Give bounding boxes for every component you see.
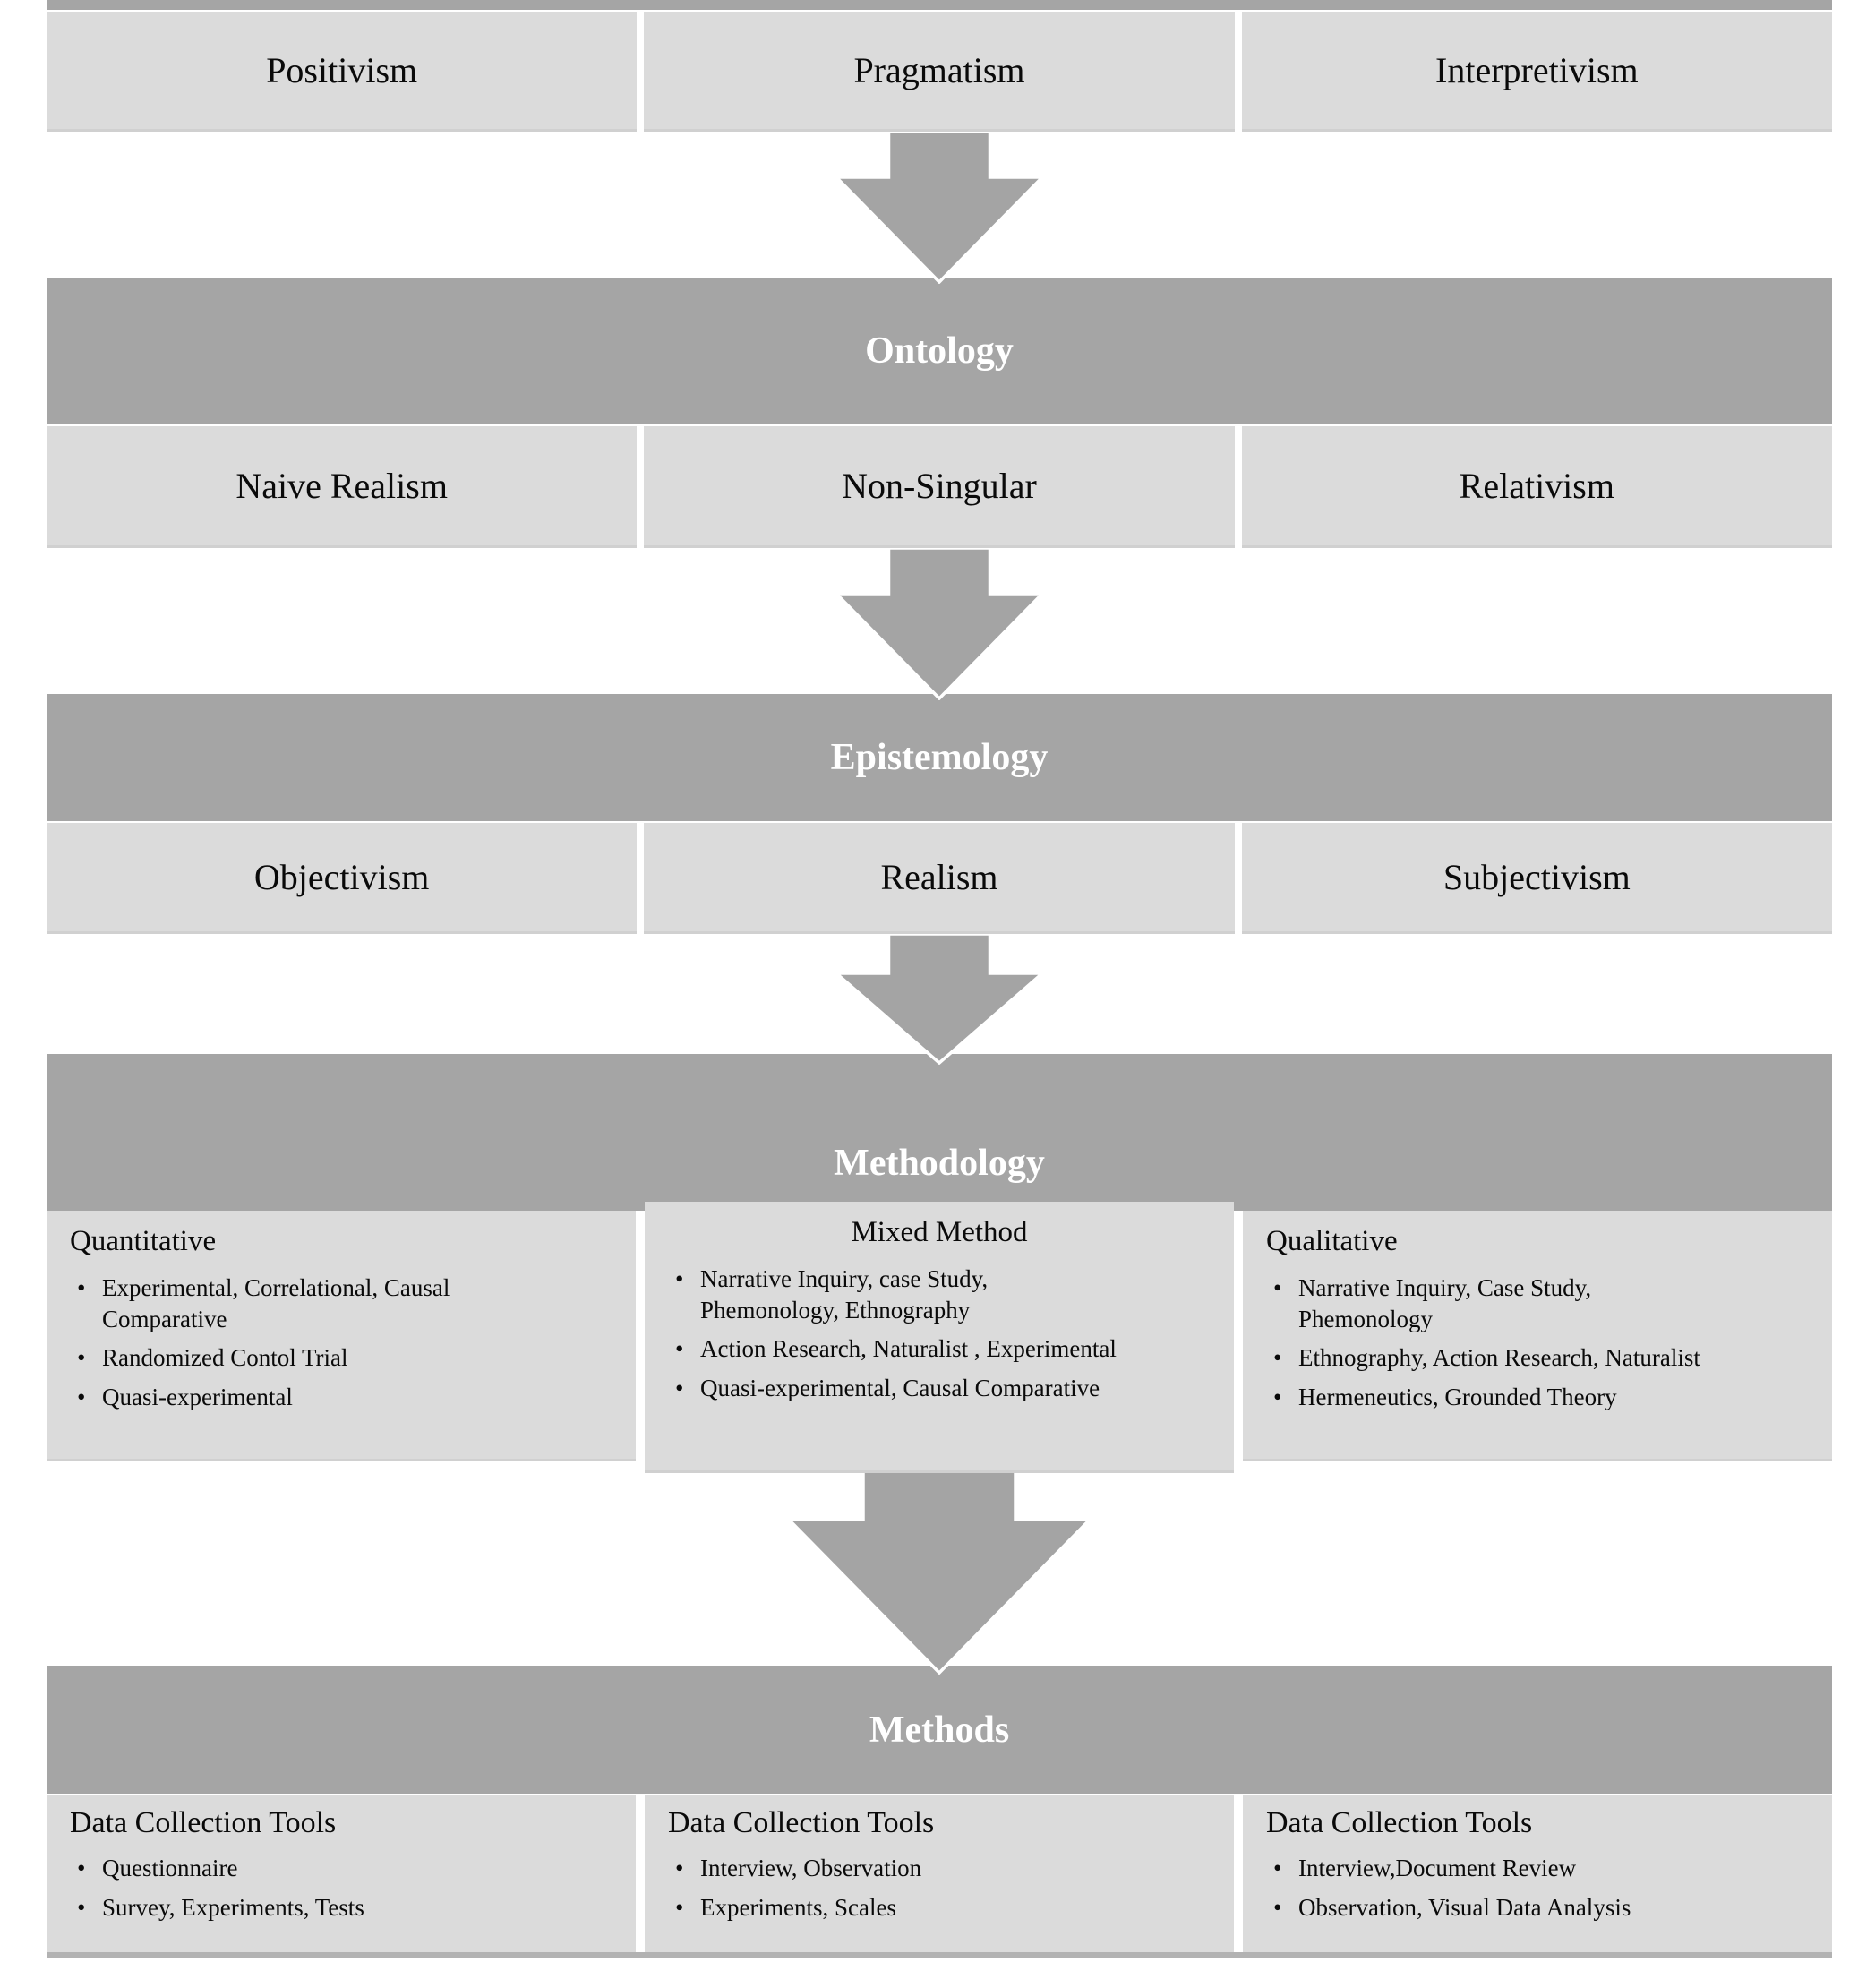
list-item: Quasi-experimental, Causal Comparative [668, 1373, 1211, 1404]
list-item-text: Randomized Contol Trial [102, 1344, 348, 1372]
cell-naive-realism: Naive Realism [47, 426, 638, 548]
list-item: Experiments, Scales [668, 1892, 1211, 1924]
list-item-text: Interview,Document Review [1298, 1855, 1577, 1881]
list-item-text: Interview, Observation [700, 1855, 922, 1881]
list-item-text: Experiments, Scales [700, 1893, 896, 1921]
down-arrow-icon [836, 132, 1042, 284]
ontology-title: Ontology [865, 330, 1014, 372]
cell-label: Objectivism [253, 857, 430, 897]
cell-label: Positivism [266, 50, 418, 90]
cell-interpretivism: Interpretivism [1241, 12, 1832, 132]
methodology-title: Methodology [834, 1143, 1045, 1184]
cell-relativism: Relativism [1241, 426, 1832, 548]
arrow-zone-3 [47, 934, 1832, 1065]
cell-label: Subjectivism [1443, 857, 1631, 897]
epistemology-title: Epistemology [830, 737, 1049, 778]
tools-heading: Data Collection Tools [668, 1806, 935, 1839]
list-item-text: Quasi-experimental [102, 1383, 293, 1410]
cell-objectivism: Objectivism [47, 823, 638, 934]
list-item: Narrative Inquiry, Case Study, Phemonolo… [1266, 1272, 1809, 1334]
research-philosophy-flowchart: Positivism Pragmatism Interpretivism Ont… [47, 0, 1832, 1958]
bottom-bar-strip [47, 1952, 1832, 1958]
methodology-header-bar: Methodology [47, 1054, 1832, 1211]
list-item: Interview, Observation [668, 1853, 1211, 1884]
list-item-text: Observation, Visual Data Analysis [1298, 1893, 1631, 1921]
cell-label: Non-Singular [842, 466, 1037, 506]
list-item: Randomized Contol Trial [70, 1342, 612, 1374]
cell-label: Interpretivism [1435, 50, 1639, 90]
cell-realism: Realism [644, 823, 1235, 934]
list-item-text: Narrative Inquiry, Case Study, Phemonolo… [1298, 1274, 1592, 1332]
list-item-text: Narrative Inquiry, case Study, Phemonolo… [700, 1265, 989, 1324]
mixed-tools-cell: Data Collection Tools Interview, Observa… [645, 1795, 1234, 1952]
cell-label: Naive Realism [235, 466, 448, 506]
epistemology-header-bar: Epistemology [47, 694, 1832, 821]
list-item: Experimental, Correlational, Causal Comp… [70, 1272, 612, 1334]
epistemology-row: Objectivism Realism Subjectivism [47, 823, 1832, 934]
list-item: Action Research, Naturalist , Experiment… [668, 1333, 1211, 1365]
quantitative-heading: Quantitative [70, 1225, 217, 1257]
list-item: Survey, Experiments, Tests [70, 1892, 612, 1924]
down-arrow-icon [789, 1461, 1090, 1675]
methodology-detail-row: Quantitative Experimental, Correlational… [47, 1202, 1832, 1473]
qualitative-cell: Qualitative Narrative Inquiry, Case Stud… [1243, 1211, 1832, 1461]
cell-label: Pragmatism [853, 50, 1025, 90]
list-item: Interview,Document Review [1266, 1853, 1809, 1884]
top-bar-partial [47, 0, 1832, 10]
arrow-zone-4 [47, 1461, 1832, 1675]
ontology-header-bar: Ontology [47, 278, 1832, 424]
list-item: Ethnography, Action Research, Naturalist [1266, 1342, 1809, 1374]
methods-row: Data Collection Tools Questionnaire Surv… [47, 1795, 1832, 1952]
arrow-zone-1 [47, 132, 1832, 284]
methods-title: Methods [869, 1709, 1010, 1751]
list-item-text: Ethnography, Action Research, Naturalist [1298, 1344, 1700, 1372]
list-item: Hermeneutics, Grounded Theory [1266, 1382, 1809, 1413]
cell-pragmatism: Pragmatism [644, 12, 1235, 132]
list-item-text: Hermeneutics, Grounded Theory [1298, 1383, 1617, 1410]
methods-header-bar: Methods [47, 1666, 1832, 1794]
qualitative-tools-cell: Data Collection Tools Interview,Document… [1243, 1795, 1832, 1952]
down-arrow-icon [836, 934, 1042, 1065]
quantitative-cell: Quantitative Experimental, Correlational… [47, 1211, 636, 1461]
list-item-text: Questionnaire [102, 1855, 238, 1881]
ontology-row: Naive Realism Non-Singular Relativism [47, 426, 1832, 548]
list-item-text: Action Research, Naturalist , Experiment… [700, 1335, 1117, 1363]
list-item: Quasi-experimental [70, 1382, 612, 1413]
quantitative-tools-cell: Data Collection Tools Questionnaire Surv… [47, 1795, 636, 1952]
list-item-text: Survey, Experiments, Tests [102, 1893, 364, 1921]
tools-heading: Data Collection Tools [70, 1806, 337, 1839]
mixed-method-heading: Mixed Method [851, 1216, 1028, 1248]
qualitative-heading: Qualitative [1266, 1225, 1398, 1257]
list-item-text: Experimental, Correlational, Causal Comp… [102, 1274, 450, 1332]
cell-positivism: Positivism [47, 12, 638, 132]
tools-heading: Data Collection Tools [1266, 1806, 1533, 1839]
list-item: Observation, Visual Data Analysis [1266, 1892, 1809, 1924]
list-item: Questionnaire [70, 1853, 612, 1884]
paradigm-row: Positivism Pragmatism Interpretivism [47, 12, 1832, 132]
down-arrow-icon [836, 548, 1042, 700]
cell-label: Relativism [1459, 466, 1614, 506]
mixed-method-cell: Mixed Method Narrative Inquiry, case Stu… [645, 1202, 1234, 1473]
arrow-zone-2 [47, 548, 1832, 700]
cell-label: Realism [880, 857, 998, 897]
list-item-text: Quasi-experimental, Causal Comparative [700, 1374, 1100, 1401]
list-item: Narrative Inquiry, case Study, Phemonolo… [668, 1264, 1211, 1325]
cell-non-singular: Non-Singular [644, 426, 1235, 548]
cell-subjectivism: Subjectivism [1241, 823, 1832, 934]
